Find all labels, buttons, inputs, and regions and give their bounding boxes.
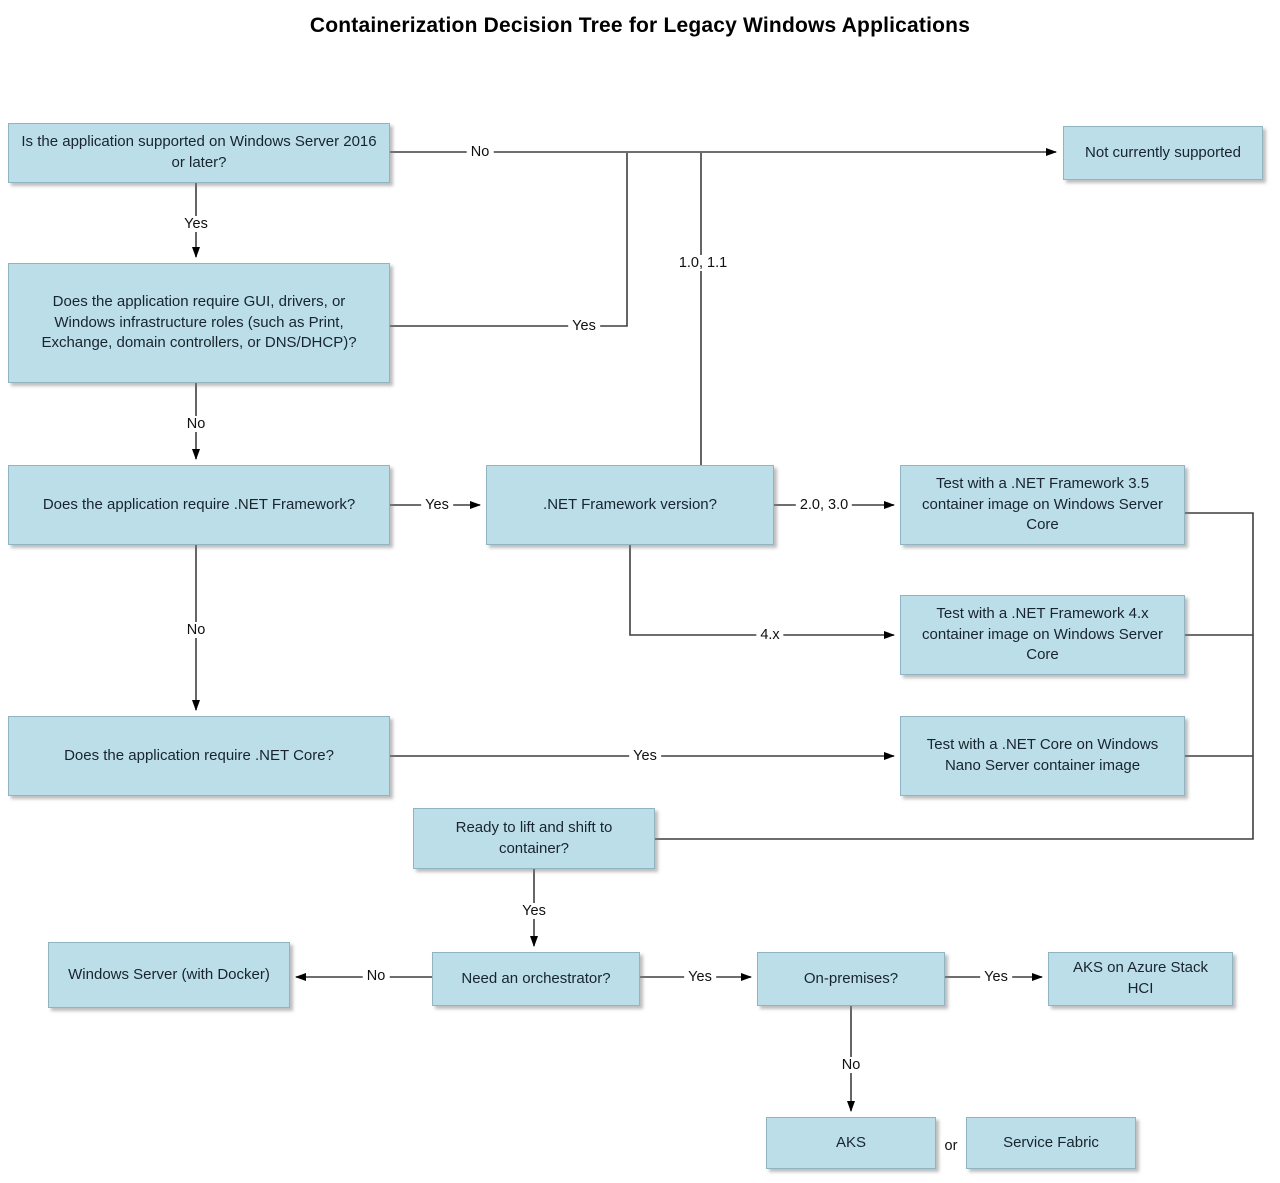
node-test-netfx-4x: Test with a .NET Framework 4.x container…: [900, 595, 1185, 675]
edge-label-netfx-no: No: [182, 622, 210, 638]
node-question-netcore: Does the application require .NET Core?: [8, 716, 390, 796]
edge-label-or: or: [940, 1138, 962, 1154]
node-question-gui-roles: Does the application require GUI, driver…: [8, 263, 390, 383]
edge-version-4x: [629, 545, 895, 639]
node-question-onprem: On-premises?: [757, 952, 945, 1006]
node-service-fabric: Service Fabric: [966, 1117, 1136, 1169]
node-aks-azure-stack-hci: AKS on Azure Stack HCI: [1048, 952, 1233, 1006]
edge-label-netfx-yes: Yes: [421, 497, 453, 513]
node-question-netfx: Does the application require .NET Framew…: [8, 465, 390, 545]
edge-label-orchestrator-yes: Yes: [684, 969, 716, 985]
edge-label-supported-no: No: [466, 144, 494, 160]
edge-label-netcore-yes: Yes: [629, 748, 661, 764]
node-windows-server-docker: Windows Server (with Docker): [48, 942, 290, 1008]
edge-label-orchestrator-no: No: [362, 968, 390, 984]
node-not-supported: Not currently supported: [1063, 126, 1263, 180]
node-question-supported: Is the application supported on Windows …: [8, 123, 390, 183]
node-aks: AKS: [766, 1117, 936, 1169]
edge-label-onprem-no: No: [837, 1057, 865, 1073]
diagram-title: Containerization Decision Tree for Legac…: [309, 14, 971, 37]
edge-collector-35: [655, 512, 1254, 840]
edge-label-gui-no: No: [182, 416, 210, 432]
edge-label-version-10-11: 1.0, 1.1: [674, 255, 732, 271]
edge-label-onprem-yes: Yes: [980, 969, 1012, 985]
edge-label-supported-yes: Yes: [180, 216, 212, 232]
node-test-netfx-35: Test with a .NET Framework 3.5 container…: [900, 465, 1185, 545]
edge-label-gui-yes: Yes: [568, 318, 600, 334]
edge-gui-yes-riser: [390, 153, 628, 327]
node-test-netcore-nano: Test with a .NET Core on Windows Nano Se…: [900, 716, 1185, 796]
node-question-netfx-version: .NET Framework version?: [486, 465, 774, 545]
node-ready-lift-shift: Ready to lift and shift to container?: [413, 808, 655, 869]
edge-label-version-20-30: 2.0, 3.0: [795, 497, 853, 513]
node-question-orchestrator: Need an orchestrator?: [432, 952, 640, 1006]
edge-label-version-4x: 4.x: [756, 627, 784, 643]
edge-label-ready-yes: Yes: [518, 903, 550, 919]
